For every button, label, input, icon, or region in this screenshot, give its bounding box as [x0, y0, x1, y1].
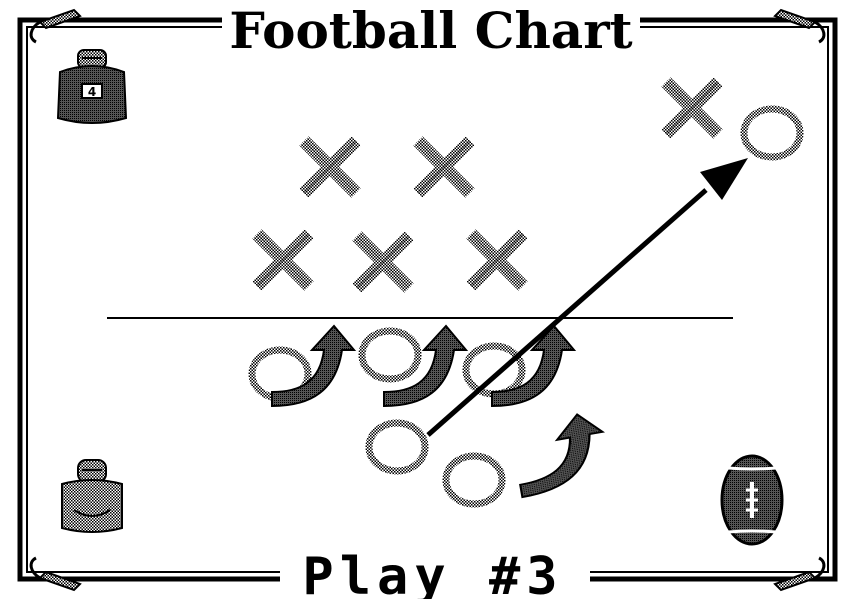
defense-x-mark — [418, 141, 470, 193]
quill-corner-icon — [775, 558, 824, 590]
bench-player-icon — [62, 460, 122, 532]
defense-x-mark — [666, 82, 718, 134]
block-arrow — [384, 326, 466, 406]
defense-x-mark — [304, 141, 356, 193]
chart-border — [20, 20, 835, 579]
route-arrow — [510, 411, 611, 498]
blocking-routes — [272, 326, 611, 497]
pass-arrow — [428, 158, 748, 435]
offense-o-mark — [744, 109, 800, 157]
play-label-plate: Play #3 — [280, 545, 590, 599]
helmet-player-icon: 4 — [58, 50, 126, 123]
svg-text:4: 4 — [88, 85, 96, 99]
quill-corner-icon — [31, 558, 80, 590]
offense-o-mark — [369, 423, 425, 471]
play-label: Play #3 — [302, 547, 563, 599]
title-plate: Football Chart — [222, 0, 640, 60]
block-arrow — [272, 326, 354, 406]
offense-o-mark — [362, 331, 418, 379]
defense-players — [257, 82, 718, 288]
chart-title: Football Chart — [229, 1, 632, 60]
defense-x-mark — [357, 236, 409, 288]
defense-x-mark — [471, 234, 523, 286]
defense-x-mark — [257, 234, 309, 286]
offense-o-mark — [466, 346, 522, 394]
offense-o-mark — [446, 456, 502, 504]
football-icon — [722, 456, 782, 544]
